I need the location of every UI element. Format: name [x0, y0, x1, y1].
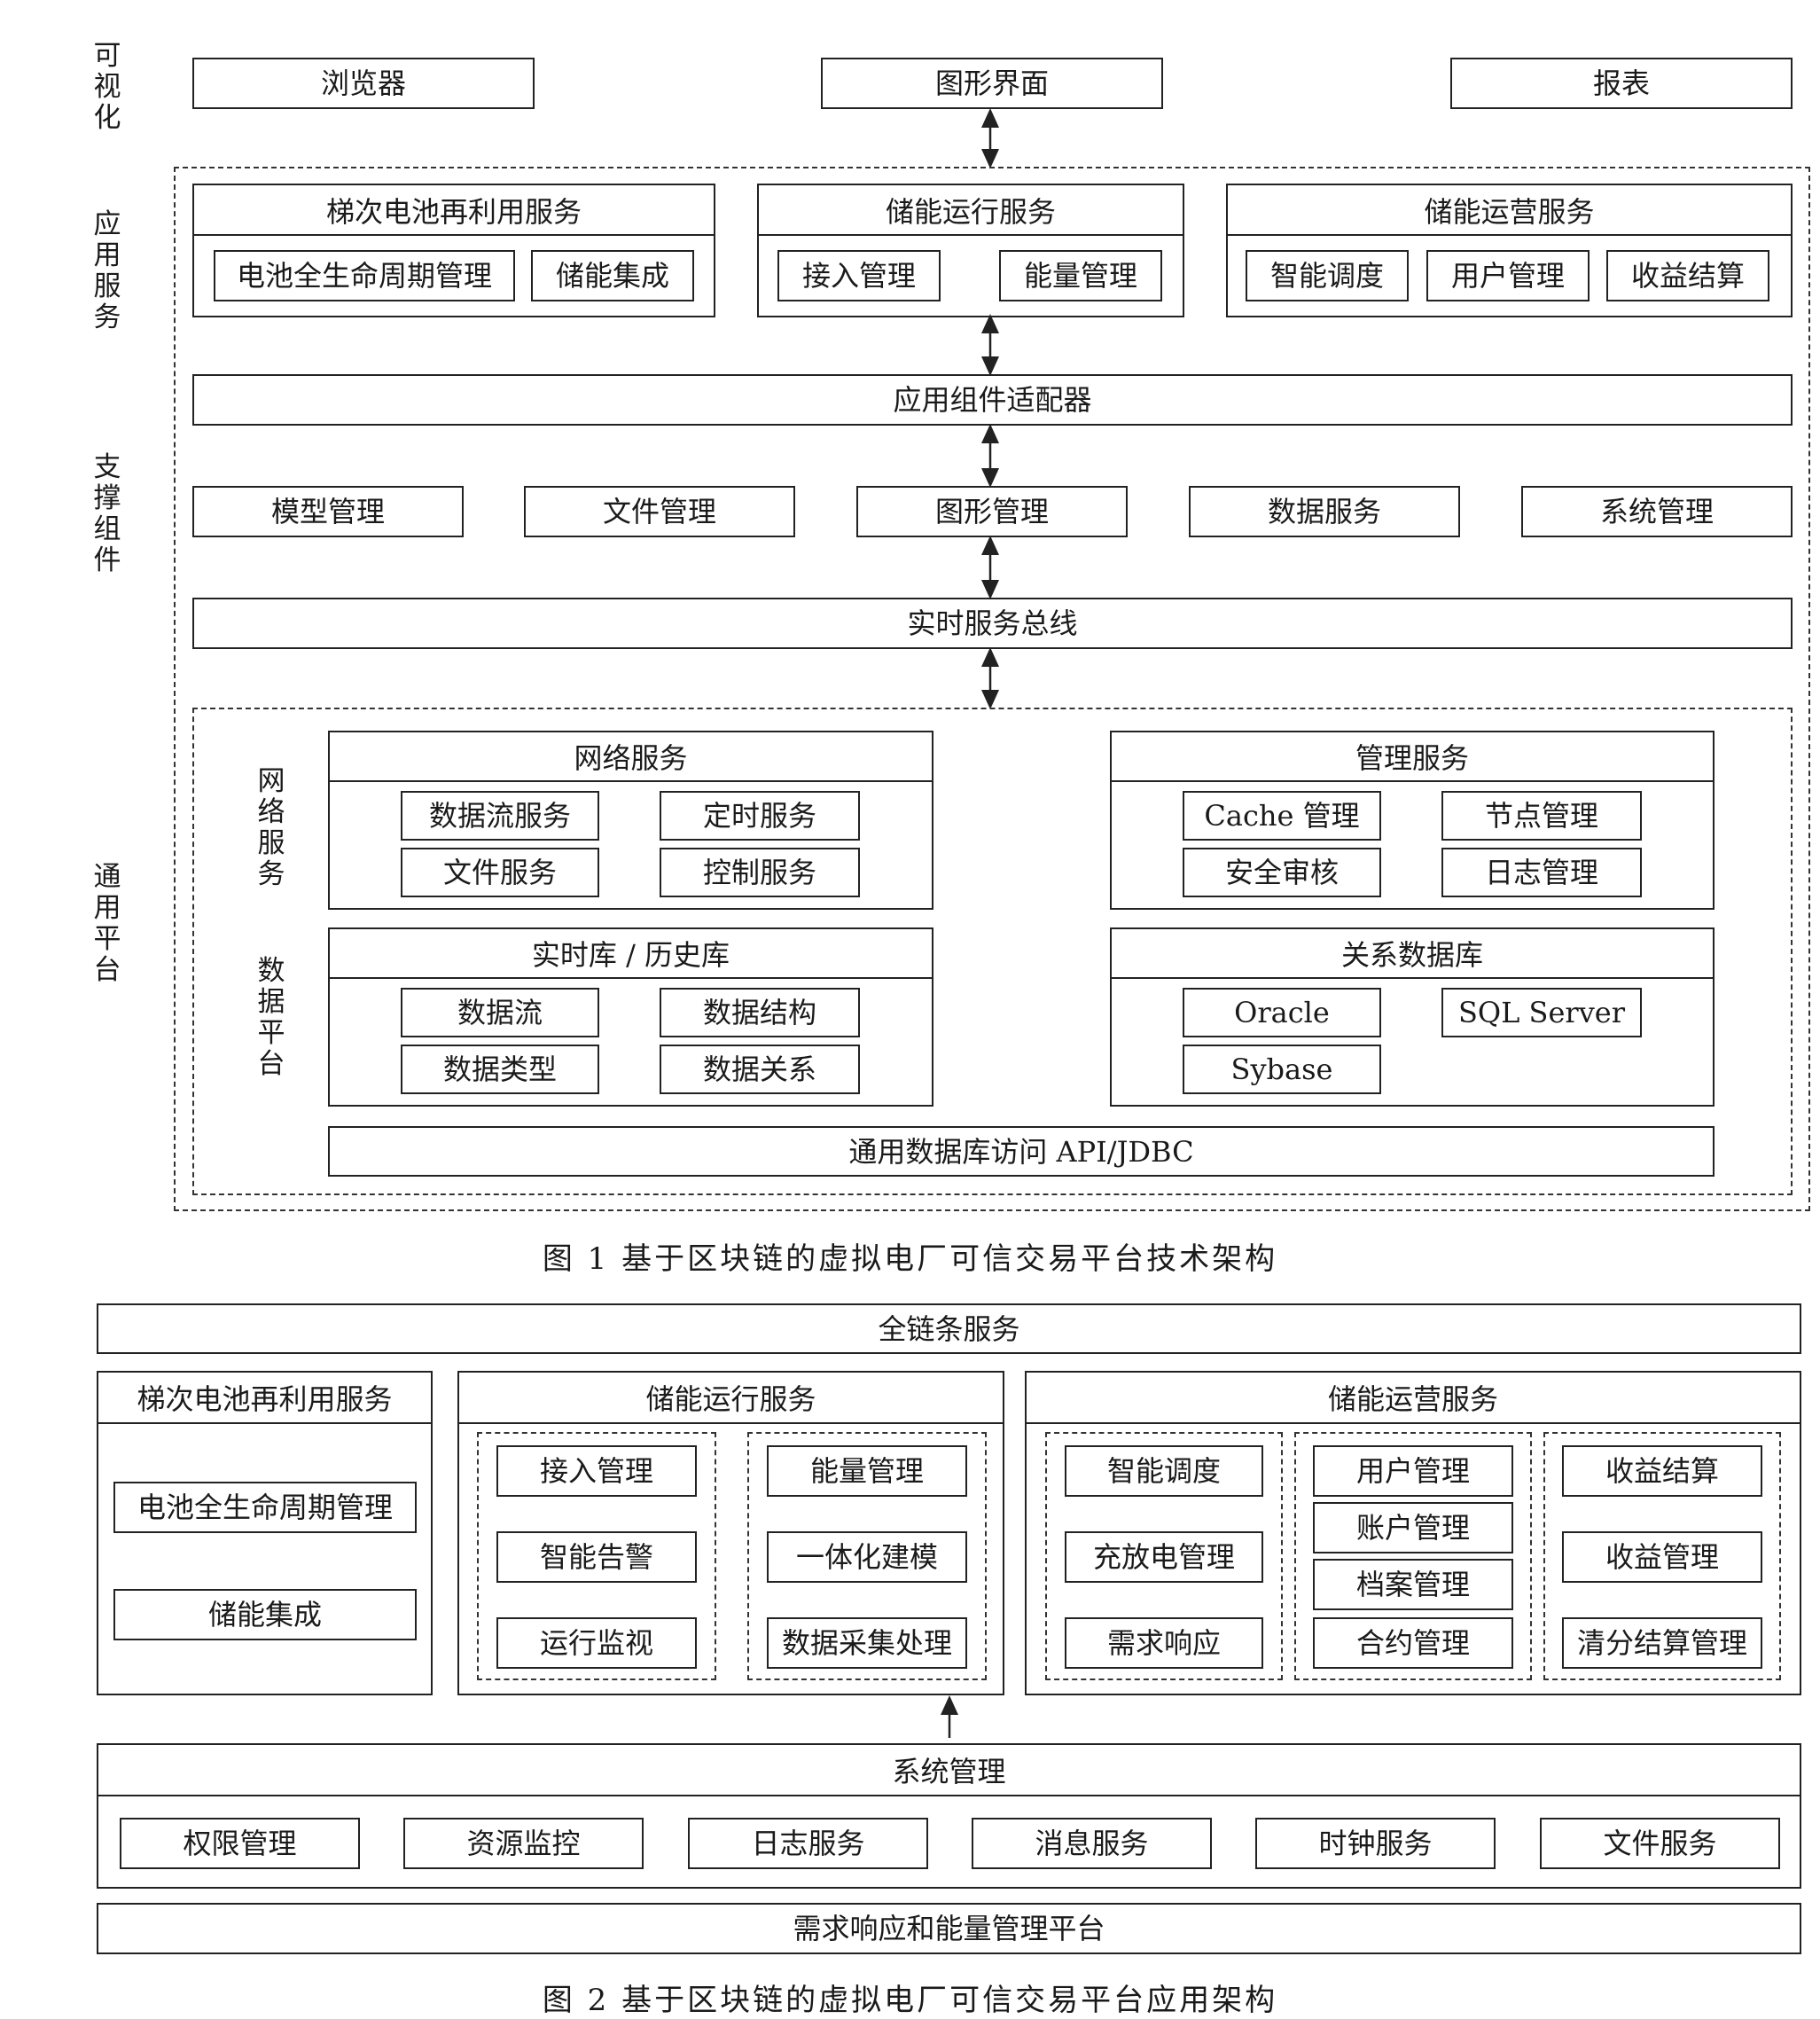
app-group-operation: 储能运行服务 — [757, 184, 1184, 317]
app-group-operation-title: 储能运行服务 — [759, 185, 1183, 236]
figure-2-caption: 图 2 基于区块链的虚拟电厂可信交易平台应用架构 — [542, 1983, 1278, 2018]
network-service-group: 网络服务 — [328, 731, 933, 910]
realtime-db-title: 实时库 / 历史库 — [330, 929, 932, 979]
data-service-box: 数据服务 — [1189, 486, 1460, 537]
db-api-bar: 通用数据库访问 API/JDBC — [328, 1126, 1715, 1177]
smart-dispatch-box: 智能调度 — [1246, 250, 1409, 301]
fig2-operation-title: 储能运行服务 — [459, 1373, 1003, 1424]
adapter-bar: 应用组件适配器 — [192, 374, 1793, 426]
layer-label-platform: 通用平台 — [93, 861, 121, 986]
fig2-run-monitor-box: 运行监视 — [496, 1617, 697, 1669]
browser-box: 浏览器 — [192, 58, 535, 109]
sybase-box: Sybase — [1183, 1045, 1381, 1094]
app-group-operating: 储能运营服务 — [1226, 184, 1793, 317]
fig2-revenue-management-box: 收益管理 — [1562, 1531, 1762, 1583]
clock-service-box: 时钟服务 — [1255, 1818, 1496, 1869]
graphics-management-box: 图形管理 — [856, 486, 1128, 537]
file-management-box: 文件管理 — [524, 486, 795, 537]
fig2-revenue-settlement-box: 收益结算 — [1562, 1445, 1762, 1497]
revenue-settlement-box: 收益结算 — [1606, 250, 1769, 301]
fig1-outer-dashed — [174, 167, 1810, 1211]
fig2-operation-col2-dashed — [747, 1432, 987, 1680]
gui-box: 图形界面 — [821, 58, 1163, 109]
fig2-battery-group: 梯次电池再利用服务 — [97, 1371, 433, 1695]
fig2-operating-col2-dashed — [1294, 1432, 1532, 1680]
fig2-operating-col3-dashed — [1543, 1432, 1781, 1680]
data-relation-box: 数据关系 — [660, 1045, 860, 1094]
data-type-box: 数据类型 — [401, 1045, 599, 1094]
relational-db-title: 关系数据库 — [1112, 929, 1713, 979]
cache-management-box: Cache 管理 — [1183, 791, 1381, 841]
fig2-system-management-title: 系统管理 — [98, 1745, 1800, 1796]
sqlserver-box: SQL Server — [1441, 988, 1642, 1037]
fig2-storage-integration-box: 储能集成 — [113, 1589, 417, 1640]
network-service-title: 网络服务 — [330, 732, 932, 782]
fig2-energy-management-box: 能量管理 — [767, 1445, 967, 1497]
demand-energy-platform-bar: 需求响应和能量管理平台 — [97, 1903, 1801, 1954]
data-stream-box: 数据流 — [401, 988, 599, 1037]
access-management-box: 接入管理 — [777, 250, 941, 301]
realtime-db-group: 实时库 / 历史库 — [328, 927, 933, 1107]
file-service-box: 文件服务 — [401, 848, 599, 897]
full-chain-service-bar: 全链条服务 — [97, 1303, 1801, 1354]
battery-lifecycle-box: 电池全生命周期管理 — [214, 250, 515, 301]
log-service-box: 日志服务 — [688, 1818, 928, 1869]
layer-label-support: 支撑组件 — [93, 451, 121, 576]
fig2-data-acquisition-box: 数据采集处理 — [767, 1617, 967, 1669]
layer-label-visual: 可视化 — [93, 40, 121, 134]
fig2-demand-response-box: 需求响应 — [1065, 1617, 1263, 1669]
system-management-box: 系统管理 — [1521, 486, 1793, 537]
user-management-box: 用户管理 — [1426, 250, 1590, 301]
figure-1-caption: 图 1 基于区块链的虚拟电厂可信交易平台技术架构 — [542, 1241, 1278, 1277]
control-service-box: 控制服务 — [660, 848, 860, 897]
security-audit-box: 安全审核 — [1183, 848, 1381, 897]
report-box: 报表 — [1450, 58, 1793, 109]
app-group-battery-title: 梯次电池再利用服务 — [194, 185, 714, 236]
fig2-smart-alarm-box: 智能告警 — [496, 1531, 697, 1583]
fig2-contract-management-box: 合约管理 — [1313, 1617, 1513, 1669]
message-service-box: 消息服务 — [972, 1818, 1212, 1869]
node-management-box: 节点管理 — [1441, 791, 1642, 841]
fig2-battery-lifecycle-box: 电池全生命周期管理 — [113, 1482, 417, 1533]
manage-service-title: 管理服务 — [1112, 732, 1713, 782]
log-management-box: 日志管理 — [1441, 848, 1642, 897]
platform-inner-dashed — [192, 708, 1793, 1195]
fig2-operating-col1-dashed — [1045, 1432, 1283, 1680]
layer-label-net: 网络服务 — [257, 765, 285, 890]
energy-management-box: 能量管理 — [999, 250, 1162, 301]
layer-label-app: 应用服务 — [93, 208, 121, 333]
fig2-operation-col1-dashed — [477, 1432, 716, 1680]
realtime-bus-bar: 实时服务总线 — [192, 598, 1793, 649]
fig2-system-management-group: 系统管理 — [97, 1743, 1801, 1889]
resource-monitor-box: 资源监控 — [403, 1818, 644, 1869]
fig2-operating-group: 储能运营服务 — [1025, 1371, 1801, 1695]
fig2-archive-management-box: 档案管理 — [1313, 1559, 1513, 1610]
timer-service-box: 定时服务 — [660, 791, 860, 841]
fig2-smart-dispatch-box: 智能调度 — [1065, 1445, 1263, 1497]
fig2-file-service-box: 文件服务 — [1540, 1818, 1780, 1869]
fig2-account-management-box: 账户管理 — [1313, 1502, 1513, 1553]
fig2-access-management-box: 接入管理 — [496, 1445, 697, 1497]
relational-db-group: 关系数据库 — [1110, 927, 1715, 1107]
data-structure-box: 数据结构 — [660, 988, 860, 1037]
app-group-battery: 梯次电池再利用服务 — [192, 184, 715, 317]
layer-label-data: 数据平台 — [257, 955, 285, 1080]
fig2-user-management-box: 用户管理 — [1313, 1445, 1513, 1497]
fig2-integrated-modeling-box: 一体化建模 — [767, 1531, 967, 1583]
fig2-operating-title: 储能运营服务 — [1027, 1373, 1800, 1424]
app-group-operating-title: 储能运营服务 — [1228, 185, 1791, 236]
fig2-clearing-settlement-box: 清分结算管理 — [1562, 1617, 1762, 1669]
model-management-box: 模型管理 — [192, 486, 464, 537]
dataflow-service-box: 数据流服务 — [401, 791, 599, 841]
manage-service-group: 管理服务 — [1110, 731, 1715, 910]
fig2-battery-title: 梯次电池再利用服务 — [98, 1373, 431, 1424]
fig2-charge-discharge-box: 充放电管理 — [1065, 1531, 1263, 1583]
oracle-box: Oracle — [1183, 988, 1381, 1037]
storage-integration-box: 储能集成 — [531, 250, 694, 301]
permission-management-box: 权限管理 — [120, 1818, 360, 1869]
fig2-operation-group: 储能运行服务 — [457, 1371, 1004, 1695]
